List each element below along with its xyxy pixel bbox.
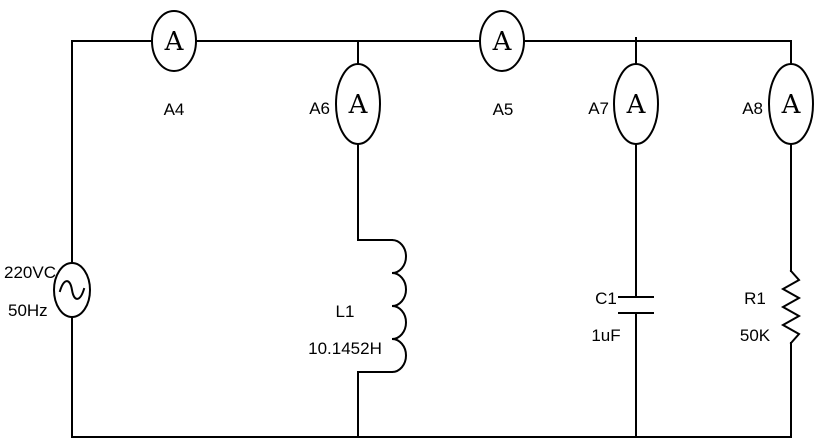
inductor-name-label: L1 — [336, 302, 355, 321]
capacitor-name-label: C1 — [595, 289, 617, 308]
source-voltage-label: 220VC — [4, 263, 56, 282]
label-a7: A7 — [588, 99, 609, 118]
resistor-zigzag-icon — [783, 271, 799, 343]
inductor-coil-icon — [392, 240, 406, 372]
source-frequency-label: 50Hz — [8, 301, 48, 320]
label-a8: A8 — [742, 99, 763, 118]
label-a4: A4 — [164, 100, 185, 119]
resistor-value-label: 50K — [740, 326, 771, 345]
ammeter-a7-symbol: A — [626, 90, 647, 120]
resistor-name-label: R1 — [744, 289, 766, 308]
wires — [72, 38, 791, 437]
ac-source-icon — [54, 263, 90, 317]
inductor-value-label: 10.1452H — [308, 339, 382, 358]
ammeter-a4-symbol: A — [164, 27, 185, 57]
ammeter-a4: A — [152, 11, 196, 71]
ammeter-a6-symbol: A — [348, 90, 369, 120]
ammeter-a8: A — [769, 64, 813, 144]
capacitor-value-label: 1uF — [591, 326, 620, 345]
capacitor-icon — [619, 297, 653, 313]
ammeter-a6: A — [336, 64, 380, 144]
label-a5: A5 — [493, 100, 514, 119]
ammeter-a5: A — [480, 11, 524, 71]
label-a6: A6 — [309, 99, 330, 118]
ammeter-a5-symbol: A — [492, 27, 513, 57]
ammeter-a8-symbol: A — [781, 90, 802, 120]
ammeter-a7: A — [614, 64, 658, 144]
